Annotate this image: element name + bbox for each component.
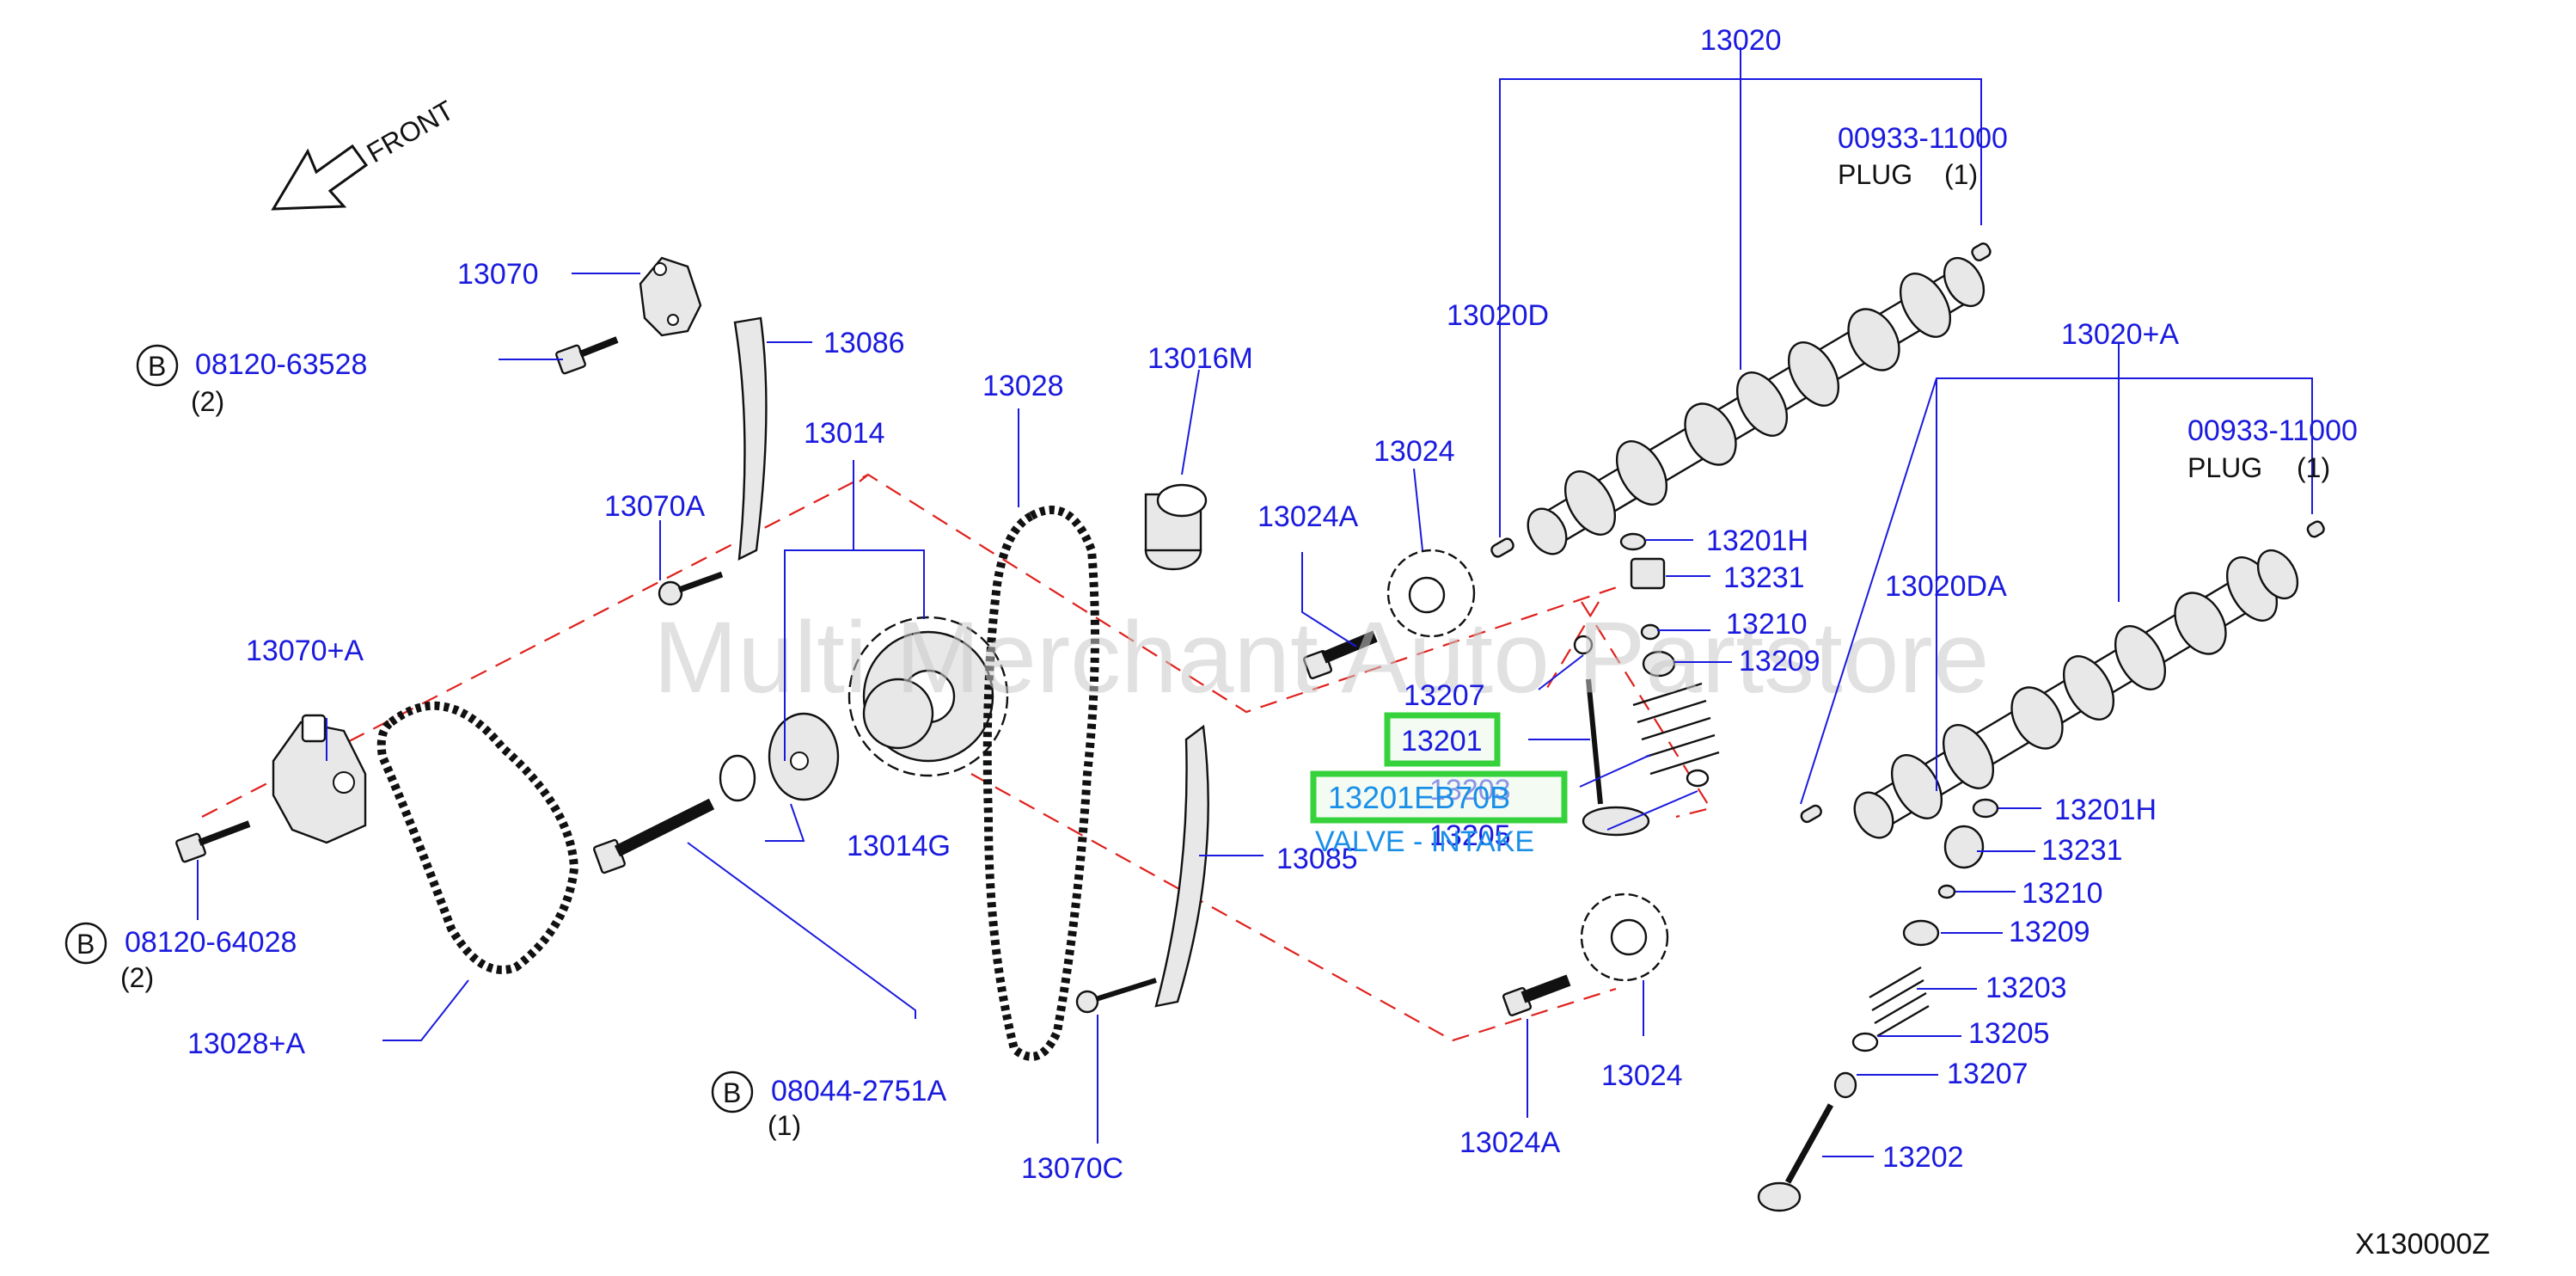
- plug-top-qty: (1): [1944, 159, 1978, 190]
- part-label-13201h-left[interactable]: 13201H: [1706, 525, 1808, 557]
- part-label-13231-left[interactable]: 13231: [1723, 561, 1805, 594]
- part-label-13020da[interactable]: 13020DA: [1885, 570, 2007, 603]
- plug-top-label: PLUG: [1838, 159, 1912, 190]
- front-label: FRONT: [362, 95, 459, 169]
- pin-13020da-icon: [1800, 804, 1822, 824]
- leader-lines: [197, 47, 2313, 1157]
- sprocket-13024-top-icon: [1386, 549, 1476, 638]
- chain-tensioner-13070-icon: [639, 256, 702, 337]
- part-label-00933-right[interactable]: 00933-11000: [2187, 414, 2358, 447]
- highlight-box-13201: [1384, 712, 1501, 767]
- part-label-13070a-plus[interactable]: 13070+A: [246, 635, 364, 667]
- pin-13020d-icon: [1490, 537, 1514, 558]
- part-label-13028[interactable]: 13028: [982, 370, 1064, 402]
- part-label-13024-bottom[interactable]: 13024: [1601, 1059, 1683, 1092]
- highlight-13201eb70b[interactable]: 13201EB70B VALVE - INTAKE: [1310, 770, 1568, 858]
- part-label-13207-right[interactable]: 13207: [1947, 1058, 2028, 1090]
- part-label-13209-right[interactable]: 13209: [2009, 916, 2090, 948]
- bolt-13070c-icon: [1075, 978, 1157, 1014]
- part-label-13020a[interactable]: 13020+A: [2061, 318, 2179, 351]
- bolt-label-08044-2751a[interactable]: 08044-2751A: [771, 1075, 947, 1107]
- bolt-marker-1-label: B: [148, 351, 166, 382]
- bolt-13024a-top-icon: [1302, 630, 1378, 680]
- plug-right-label: PLUG: [2187, 452, 2262, 483]
- highlight-part-number[interactable]: 13201EB70B: [1328, 780, 1510, 815]
- bolt-marker-1: B: [136, 344, 179, 387]
- part-label-13070c[interactable]: 13070C: [1021, 1152, 1123, 1185]
- highlight-box-13201eb70b: [1310, 770, 1568, 824]
- camshaft-exhaust-icon: [1853, 549, 2299, 839]
- plug-right-qty: (1): [2297, 452, 2330, 483]
- bolt-08044-2751a-icon: [593, 798, 715, 874]
- camshaft-sprocket-13016m-icon: [1144, 483, 1208, 571]
- part-label-13020[interactable]: 13020: [1700, 24, 1782, 57]
- valve-assembly-right-icon: [1757, 798, 1999, 1212]
- part-label-13202[interactable]: 13202: [1882, 1141, 1964, 1174]
- bolt-marker-2: B: [64, 922, 107, 965]
- chain-guide-13086-icon: [733, 316, 768, 561]
- highlight-13201[interactable]: 13201: [1384, 712, 1501, 767]
- part-label-13231-right[interactable]: 13231: [2041, 834, 2123, 867]
- part-label-13207-left[interactable]: 13207: [1404, 679, 1485, 712]
- engine-outline-dashed: [201, 473, 1712, 1042]
- bolt-qty-08120-64028: (2): [120, 962, 154, 993]
- part-label-13016m[interactable]: 13016M: [1147, 342, 1253, 375]
- part-label-13210-right[interactable]: 13210: [2022, 877, 2103, 910]
- highlight-part-description: VALVE - INTAKE: [1315, 825, 1534, 858]
- diagram-code: X130000Z: [2355, 1228, 2490, 1261]
- chain-tensioner-13070a-icon: [272, 714, 367, 844]
- sprocket-13014-icon: [847, 616, 1009, 777]
- plug-top-icon: [1971, 242, 1992, 261]
- bolt-qty-08044-2751a: (1): [768, 1110, 801, 1141]
- bolt-08120-63528-icon: [555, 336, 619, 375]
- bolt-marker-2-label: B: [76, 929, 95, 960]
- part-label-13205-right[interactable]: 13205: [1968, 1017, 2050, 1050]
- part-label-13210-left[interactable]: 13210: [1726, 608, 1808, 641]
- part-label-13070[interactable]: 13070: [457, 258, 539, 291]
- watermark-text: Multi Merchant Auto Partstore: [653, 601, 1989, 715]
- bolt-marker-3-label: B: [723, 1077, 741, 1108]
- gear-13014g-icon: [719, 712, 840, 802]
- sprocket-13024-bottom-icon: [1580, 893, 1669, 982]
- part-label-13014g[interactable]: 13014G: [847, 830, 951, 862]
- camshaft-intake-icon: [1527, 256, 1986, 555]
- part-label-13085[interactable]: 13085: [1276, 843, 1358, 875]
- chain-guide-13085-icon: [1154, 724, 1209, 1008]
- part-label-13203-right[interactable]: 13203: [1986, 972, 2067, 1004]
- timing-chain-secondary-icon: [376, 701, 579, 974]
- bolt-13070a-icon: [658, 571, 724, 606]
- bolt-label-08120-63528[interactable]: 08120-63528: [195, 348, 367, 381]
- timing-chain-primary-icon: [982, 506, 1099, 1061]
- part-label-13024a-bottom[interactable]: 13024A: [1459, 1126, 1561, 1159]
- bolt-label-08120-64028[interactable]: 08120-64028: [125, 926, 297, 959]
- bolt-marker-3: B: [711, 1070, 754, 1113]
- part-label-13209-left[interactable]: 13209: [1739, 645, 1820, 678]
- part-label-13201h-right[interactable]: 13201H: [2054, 794, 2157, 826]
- front-arrow-icon: [271, 144, 369, 211]
- part-label-13028a[interactable]: 13028+A: [187, 1028, 305, 1060]
- bolt-08120-64028-icon: [175, 820, 251, 863]
- part-label-13070a[interactable]: 13070A: [604, 490, 706, 523]
- part-label-00933-top[interactable]: 00933-11000: [1838, 122, 2008, 155]
- part-label-13014[interactable]: 13014: [804, 417, 885, 450]
- bolt-13024a-bottom-icon: [1502, 974, 1571, 1017]
- part-label-13024-top[interactable]: 13024: [1374, 435, 1455, 468]
- part-label-13020d[interactable]: 13020D: [1447, 299, 1549, 332]
- bolt-qty-08120-63528: (2): [191, 386, 224, 417]
- part-label-13024a-top[interactable]: 13024A: [1257, 500, 1359, 533]
- part-label-13201[interactable]: 13201: [1401, 725, 1483, 758]
- part-label-13086[interactable]: 13086: [823, 327, 905, 359]
- part-label-13205-left[interactable]: 13205: [1429, 819, 1511, 852]
- valve-assembly-left-icon: [1573, 532, 1720, 837]
- plug-right-icon: [2306, 520, 2325, 538]
